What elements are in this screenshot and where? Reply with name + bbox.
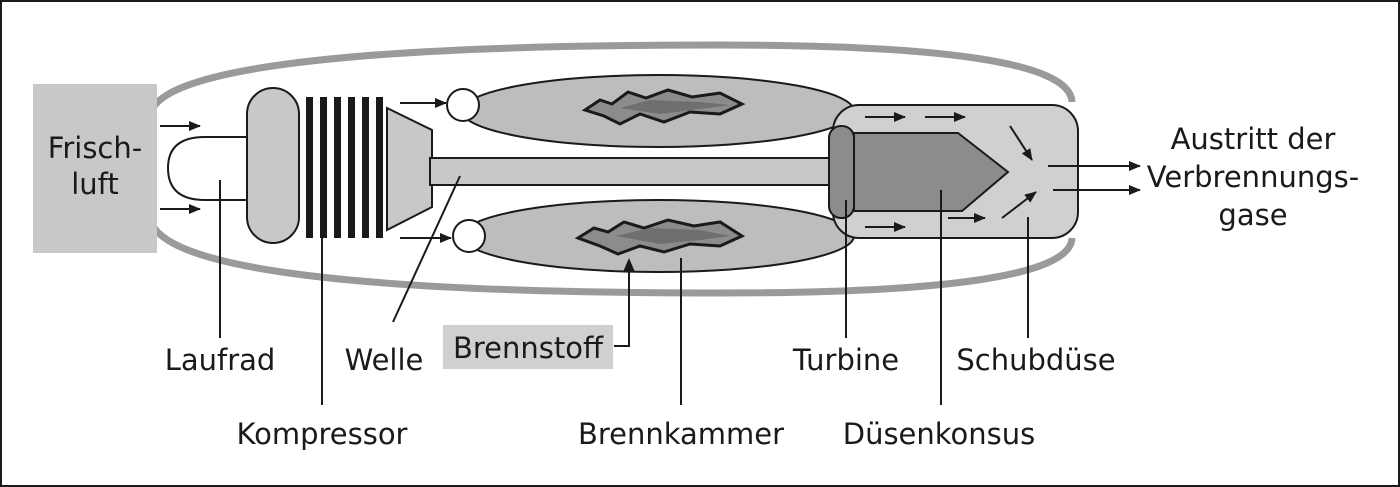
flame-upper — [581, 88, 746, 126]
injector-upper — [446, 88, 480, 122]
label-laufrad: Laufrad — [165, 343, 276, 377]
shaft — [429, 157, 839, 186]
fresh-air-label-line2: luft — [71, 167, 119, 201]
label-turbine: Turbine — [792, 343, 899, 377]
turbine — [828, 125, 855, 219]
diffuser — [386, 106, 433, 232]
fresh-air-box — [33, 84, 157, 253]
casing-top — [146, 41, 1076, 119]
label-brennkammer: Brennkammer — [578, 417, 784, 451]
label-brennstoff: Brennstoff — [453, 331, 604, 365]
injector-lower — [452, 219, 486, 253]
label-duesenkonsus: Düsenkonsus — [843, 417, 1036, 451]
compressor-stages — [306, 97, 383, 238]
exhaust-label-line1: Austritt der — [1171, 122, 1336, 156]
impeller — [246, 87, 300, 244]
exhaust-cone — [853, 132, 1010, 212]
nose-cone — [166, 136, 251, 201]
casing-bottom — [146, 214, 1076, 297]
fuel-arrowhead — [623, 258, 635, 272]
label-kompressor: Kompressor — [237, 417, 408, 451]
leader-brennstoff — [614, 262, 630, 347]
fuel-label-box — [443, 325, 613, 369]
flame-lower — [574, 218, 746, 256]
nozzle-arrow-converge-top — [1009, 125, 1033, 161]
label-welle: Welle — [345, 343, 424, 377]
nozzle-arrow-converge-bottom — [1001, 191, 1037, 219]
label-schubduese: Schubdüse — [956, 343, 1115, 377]
leader-welle — [392, 175, 461, 323]
exhaust-label-line3: gase — [1218, 198, 1287, 232]
exhaust-label-line2: Verbrennungs- — [1147, 160, 1359, 194]
fresh-air-label-line1: Frisch- — [48, 131, 142, 165]
